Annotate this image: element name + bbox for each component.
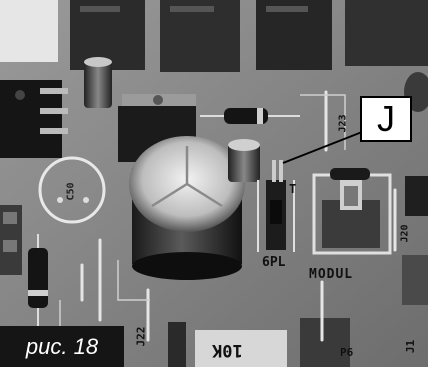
- figure-caption: рис. 18: [0, 326, 124, 367]
- diode-bottom-left: [28, 248, 48, 308]
- callout-leader-line: [282, 131, 363, 164]
- callout-box-j: J: [360, 96, 412, 142]
- label-c50: C50: [65, 182, 77, 201]
- resistor-10k: [195, 330, 287, 367]
- label-j1: J1: [404, 339, 418, 354]
- small-capacitor-mid: [228, 142, 260, 182]
- label-6pl: 6PL: [262, 255, 286, 270]
- label-j23: J23: [337, 114, 349, 133]
- caption-text: рис. 18: [25, 333, 99, 359]
- label-t: T: [289, 182, 297, 196]
- callout-letter: J: [377, 98, 395, 139]
- label-j20: J20: [399, 224, 411, 243]
- label-p6: P6: [340, 346, 354, 359]
- terminal-block: [0, 0, 58, 62]
- label-10k: 10K: [212, 340, 243, 360]
- relay-4: [345, 0, 428, 66]
- label-j22: J22: [134, 326, 148, 347]
- small-capacitor-top: [84, 60, 112, 108]
- label-modul: MODUL: [309, 267, 354, 282]
- c50-outline: [38, 156, 106, 224]
